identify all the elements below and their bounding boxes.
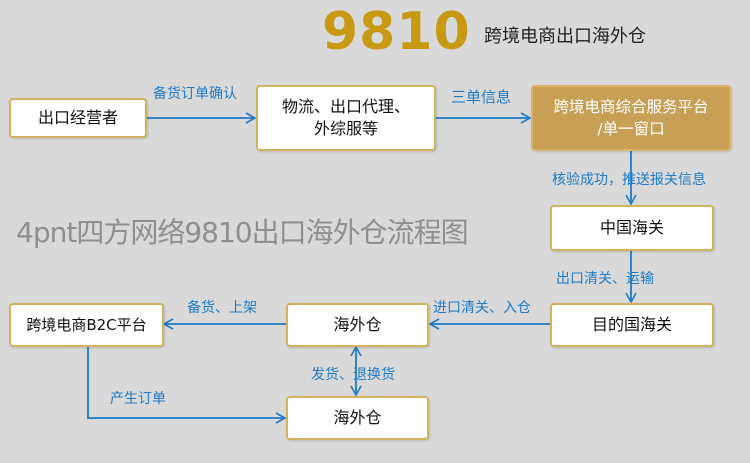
node-dest-customs: 目的国海关: [550, 303, 714, 347]
edge-label-export-clear: 出口清关、运输: [556, 271, 654, 287]
arrow-b2c-to-warehouse2: [87, 346, 287, 424]
node-b2c-platform: 跨境电商B2C平台: [9, 303, 164, 347]
node-logistics-label: 物流、出口代理、 外综服等: [281, 97, 410, 138]
node-platform-label: 跨境电商综合服务平台 /单一窗口: [553, 98, 709, 138]
edge-label-order-confirm: 备货订单确认: [153, 86, 237, 102]
node-logistics: 物流、出口代理、 外综服等: [256, 85, 436, 151]
edge-label-import-clear: 进口清关、入仓: [433, 300, 531, 316]
node-platform: 跨境电商综合服务平台 /单一窗口: [531, 85, 731, 151]
edge-label-create-order: 产生订单: [110, 391, 166, 407]
edge-label-stock-listing: 备货、上架: [187, 300, 257, 316]
node-b2c-label: 跨境电商B2C平台: [26, 316, 147, 334]
node-china-customs: 中国海关: [550, 205, 714, 251]
node-overseas-warehouse-1: 海外仓: [286, 303, 429, 347]
node-warehouse-2-label: 海外仓: [333, 408, 382, 427]
node-exporter: 出口经营者: [9, 98, 147, 138]
title-subtitle: 跨境电商出口海外仓: [484, 26, 646, 47]
node-dest-customs-label: 目的国海关: [591, 315, 672, 334]
edge-label-verify-push: 核验成功，推送报关信息: [552, 172, 706, 188]
node-exporter-label: 出口经营者: [37, 108, 118, 127]
node-warehouse-1-label: 海外仓: [333, 315, 382, 334]
node-china-customs-label: 中国海关: [599, 218, 664, 237]
edge-label-three-docs: 三单信息: [451, 88, 512, 106]
watermark-text: 4pnt四方网络9810出口海外仓流程图: [16, 216, 469, 249]
edge-label-ship-return: 发货、退换货: [311, 367, 395, 383]
node-overseas-warehouse-2: 海外仓: [286, 396, 429, 440]
title-number: 9810: [322, 2, 471, 62]
